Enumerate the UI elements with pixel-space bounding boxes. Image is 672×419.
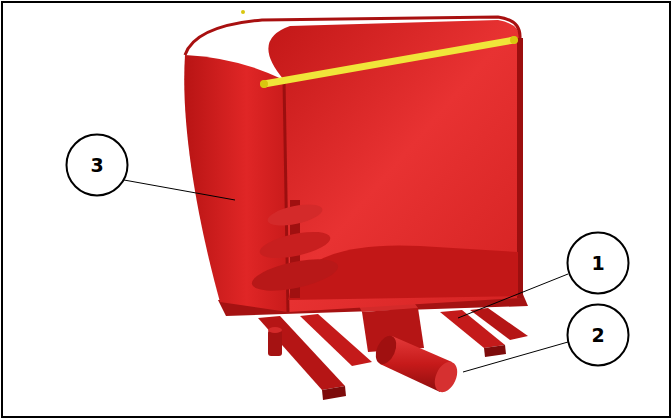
drive-motor (358, 300, 462, 396)
yellow-bar (241, 10, 518, 88)
circle-outline (568, 233, 629, 294)
callout-circle: 2 (566, 303, 630, 367)
circle-outline (67, 135, 128, 196)
callout-number: 1 (591, 252, 604, 274)
callout-number: 2 (591, 324, 604, 346)
auger-screw (249, 200, 340, 298)
base-skids (258, 308, 528, 400)
callout-number: 3 (90, 154, 103, 176)
callout-circle: 3 (65, 133, 129, 197)
circle-outline (568, 305, 629, 366)
callout-circle: 1 (566, 231, 630, 295)
leader-lines (124, 180, 568, 372)
